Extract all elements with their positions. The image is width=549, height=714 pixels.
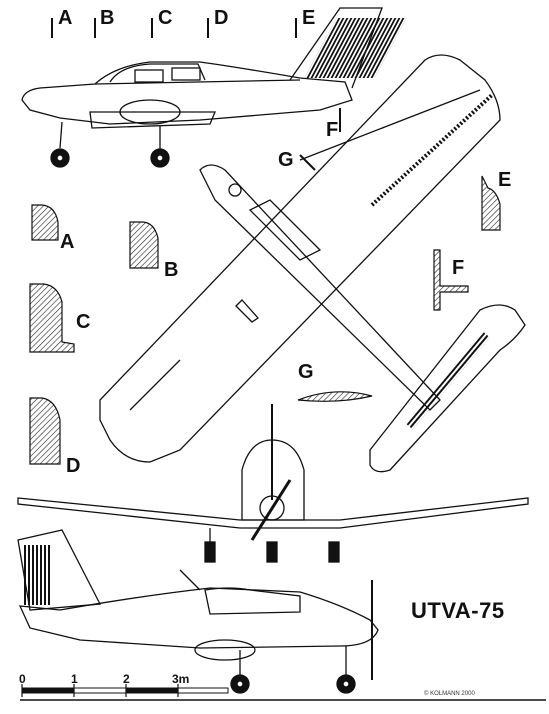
profile-a [31, 204, 59, 241]
section-label-g: G [298, 361, 314, 383]
side-view-bottom [17, 529, 379, 694]
section-label-b: B [164, 259, 179, 281]
plan-view [99, 54, 526, 473]
profile-c [29, 283, 75, 353]
section-label-a: A [60, 231, 75, 253]
scale-tick-2: 2 [123, 672, 130, 686]
section-label-d: D [66, 455, 81, 477]
section-label-e-top: E [302, 7, 316, 29]
front-view [17, 404, 529, 563]
scale-tick-3m: 3m [172, 672, 190, 686]
profile-f [433, 249, 469, 311]
section-label-c: C [76, 311, 91, 333]
section-label-b-top: B [100, 7, 115, 29]
section-label-g-top: G [278, 149, 294, 171]
scale-bar [20, 684, 546, 701]
profile-b [129, 221, 159, 269]
copyright-credit: © KOLMANN 2000 [424, 691, 475, 697]
section-label-d-top: D [214, 7, 229, 29]
side-view-top [21, 7, 407, 168]
scale-tick-1: 1 [71, 672, 78, 686]
section-profiles [29, 175, 501, 465]
section-label-f-top: F [326, 119, 339, 141]
section-label-e: E [498, 169, 512, 191]
section-label-c-top: C [158, 7, 173, 29]
profile-e [481, 175, 501, 231]
profile-d [29, 397, 61, 465]
section-label-a-top: A [58, 7, 73, 29]
aircraft-title: UTVA-75 [411, 598, 505, 623]
scale-tick-0: 0 [19, 672, 26, 686]
section-label-f: F [452, 257, 465, 279]
profile-g [297, 391, 373, 402]
